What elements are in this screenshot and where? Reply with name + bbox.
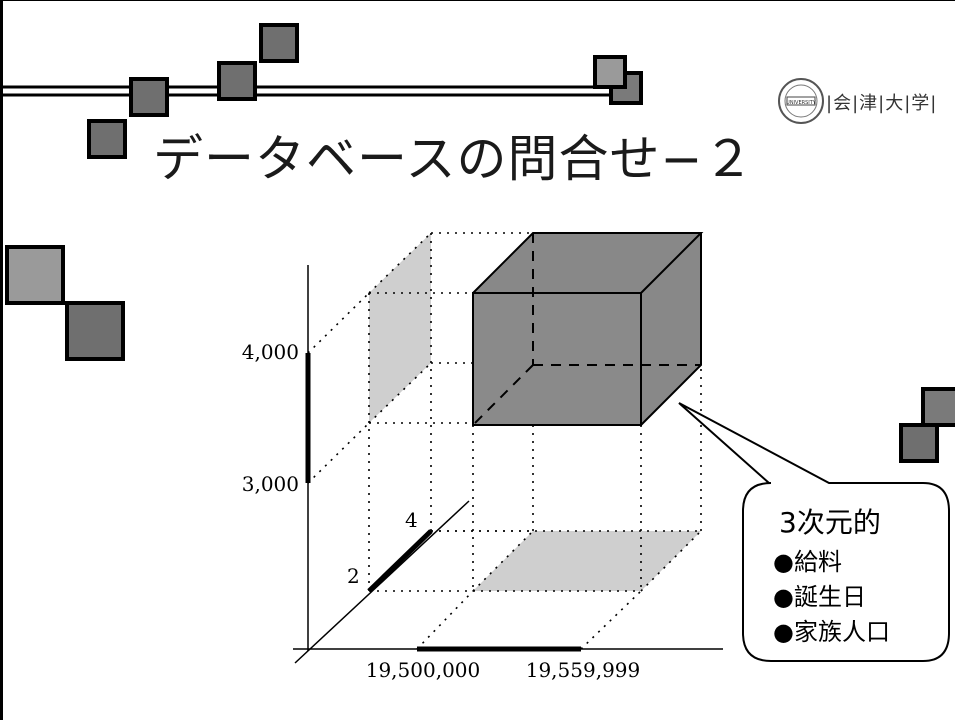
x-tick-label-right: 19,559,999 — [526, 658, 641, 682]
z-tick-label-far: 4 — [405, 508, 418, 532]
callout-item: ●家族人口 — [773, 618, 890, 646]
university-seal-icon: UNIVERSITY — [778, 78, 824, 124]
university-logo: UNIVERSITY |会|津|大|学| — [778, 71, 936, 131]
deco-square — [65, 301, 125, 361]
callout-item: ●誕生日 — [773, 583, 866, 611]
z-tick-label-near: 2 — [347, 564, 360, 588]
deco-square — [217, 61, 257, 101]
deco-square — [593, 55, 627, 89]
callout-heading: 3次元的 — [779, 506, 881, 539]
xz-projection-patch — [473, 531, 701, 591]
university-wordmark: |会|津|大|学| — [826, 93, 938, 114]
callout-bubble — [681, 403, 831, 481]
callout-item: ●給料 — [773, 548, 842, 576]
range-box — [472, 232, 704, 426]
z-axis — [294, 500, 470, 664]
slide-title: データベースの問合せ−２ — [153, 130, 755, 188]
svg-text:UNIVERSITY: UNIVERSITY — [786, 100, 817, 106]
callout-content: 3次元的 ●給料 ●誕生日 ●家族人口 — [773, 501, 933, 650]
yz-projection-patch — [369, 233, 431, 423]
y-tick-label-bottom: 3,000 — [242, 472, 299, 496]
z-range-bar — [367, 529, 433, 593]
x-tick-label-left: 19,500,000 — [366, 658, 481, 682]
deco-square — [259, 23, 299, 63]
3d-range-diagram: 4,000 3,000 2 4 19,500,000 19,559,999 — [242, 232, 950, 682]
deco-square — [899, 423, 939, 463]
deco-square — [129, 77, 169, 117]
deco-square — [5, 245, 65, 305]
y-tick-label-top: 4,000 — [242, 340, 299, 364]
deco-square — [87, 119, 127, 159]
title-rule-lines — [3, 85, 628, 97]
